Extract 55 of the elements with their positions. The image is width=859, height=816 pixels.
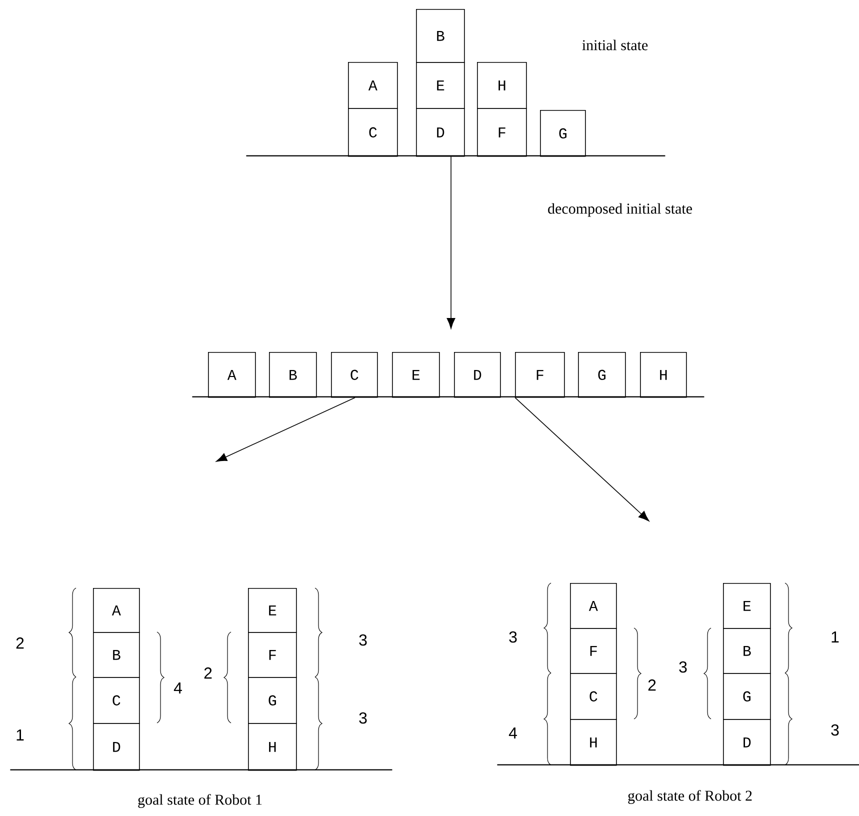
block-box: A <box>93 588 140 633</box>
block-box: D <box>723 719 771 766</box>
block-box: H <box>477 62 527 109</box>
block-box: B <box>723 628 771 674</box>
block-box: E <box>416 62 465 109</box>
state-label: initial state <box>582 40 648 50</box>
arrow <box>446 156 456 329</box>
block-box: E <box>248 588 297 633</box>
block-box: B <box>416 9 465 63</box>
block-box: G <box>578 352 626 398</box>
count-number: 4 <box>508 728 517 738</box>
block-box: D <box>93 723 140 771</box>
caption: goal state of Robot 1 <box>138 794 262 808</box>
block-box: H <box>570 719 617 766</box>
block-box: E <box>392 352 440 398</box>
count-number: 2 <box>648 679 656 691</box>
block-box: F <box>570 628 617 674</box>
state-label: decomposed initial state <box>548 203 692 217</box>
block-box: F <box>477 108 527 157</box>
count-number: 3 <box>359 712 367 724</box>
count-number: 3 <box>831 724 839 736</box>
ground-line <box>246 155 666 156</box>
block-box: C <box>348 108 398 157</box>
count-number: 2 <box>204 667 212 679</box>
count-number: 3 <box>509 631 517 643</box>
block-box: D <box>416 108 465 157</box>
count-number: 3 <box>679 661 687 673</box>
count-number: 2 <box>16 637 24 649</box>
block-box: C <box>93 677 140 724</box>
block-box: A <box>208 352 256 398</box>
block-box: A <box>348 62 398 109</box>
count-number: 3 <box>359 634 367 646</box>
count-number: 4 <box>174 682 182 694</box>
block-box: D <box>454 352 501 398</box>
block-box: H <box>640 352 687 398</box>
block-box: H <box>248 723 297 771</box>
ground-line <box>497 764 859 766</box>
block-box: G <box>540 110 586 157</box>
block-box: G <box>248 677 297 724</box>
block-box: G <box>723 673 771 720</box>
ground-line <box>10 769 392 770</box>
block-box: F <box>248 632 297 678</box>
arrow <box>514 397 650 522</box>
block-box: B <box>269 352 317 398</box>
block-box: A <box>570 583 617 629</box>
count-number: 1 <box>16 730 24 740</box>
block-box: C <box>331 352 378 398</box>
block-box: C <box>570 673 617 720</box>
block-box: B <box>93 632 140 678</box>
arrow <box>216 397 356 462</box>
ground-line <box>192 396 704 398</box>
block-box: F <box>515 352 565 398</box>
caption: goal state of Robot 2 <box>628 790 752 804</box>
block-box: E <box>723 583 771 629</box>
count-number: 1 <box>832 632 839 642</box>
